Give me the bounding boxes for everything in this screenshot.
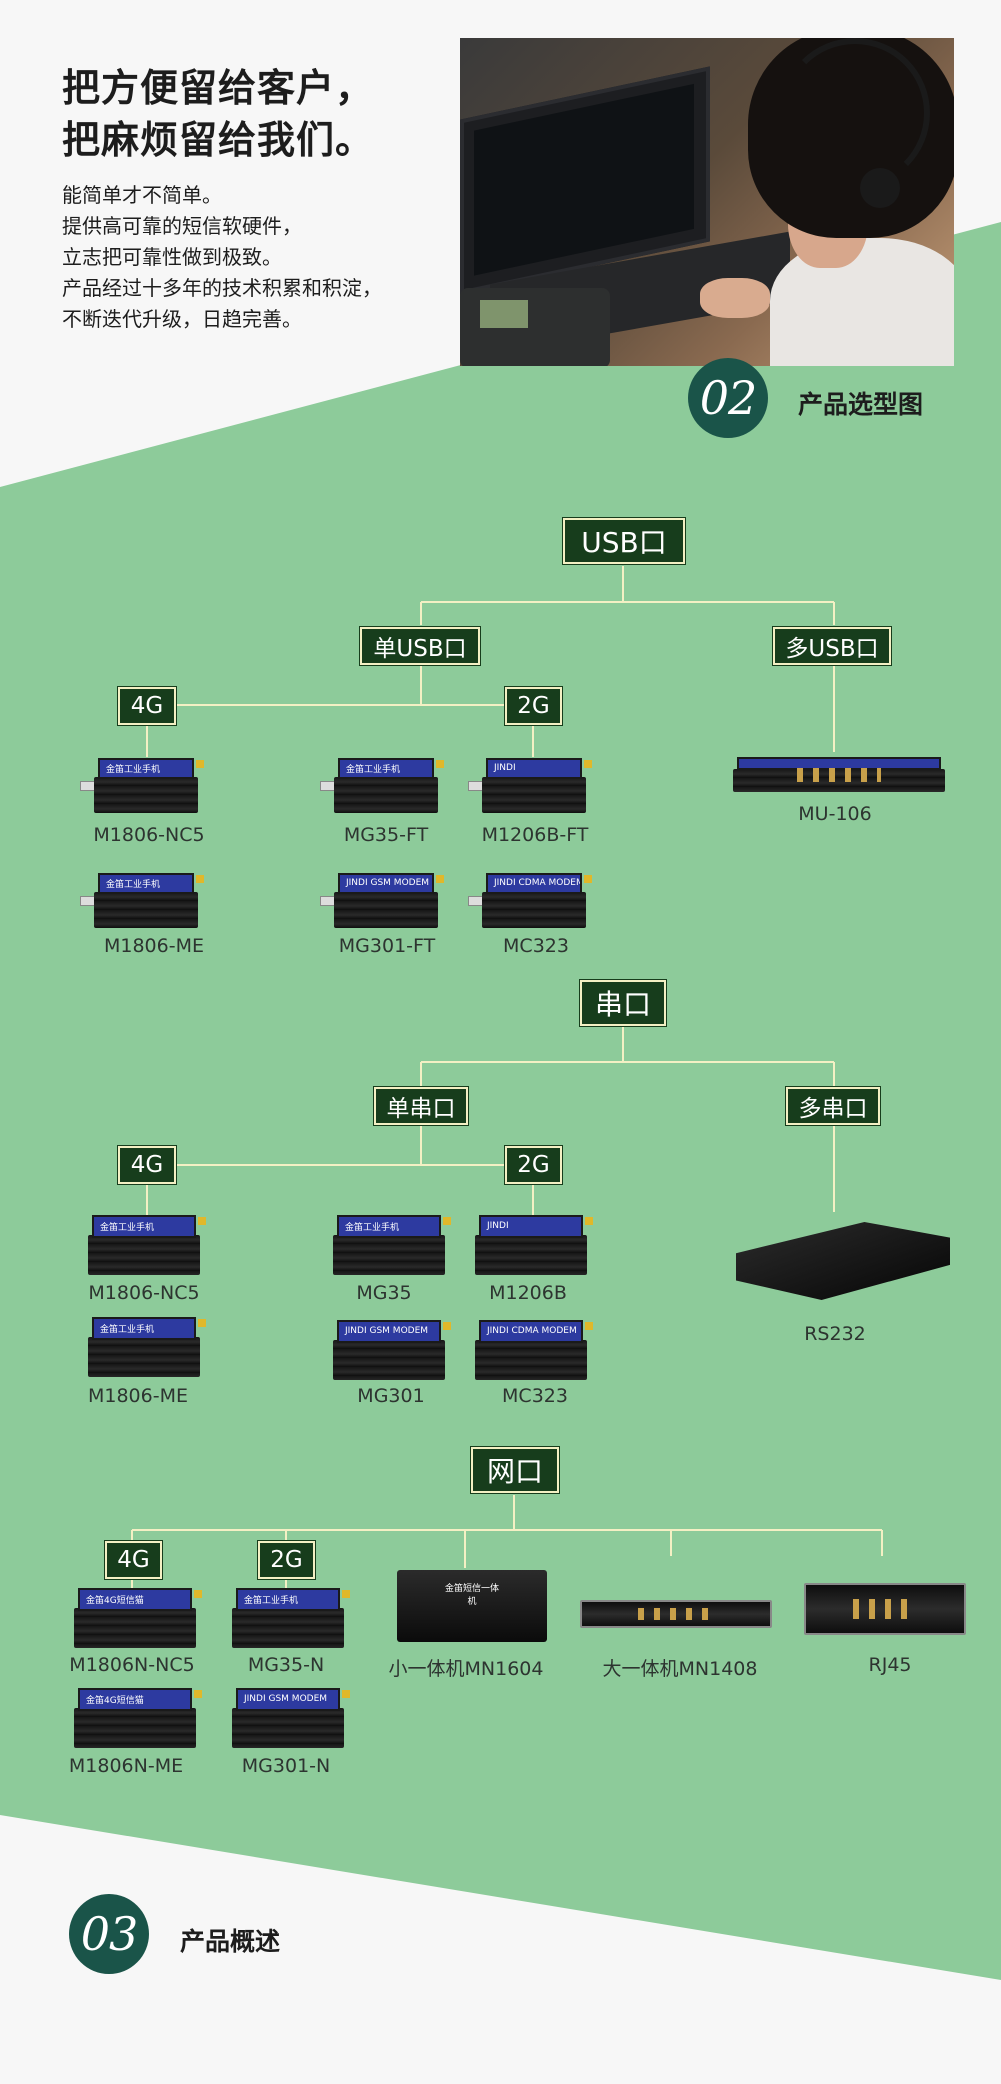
product-label: M1806-NC5 bbox=[88, 1282, 200, 1304]
device-mg35-ft: 金笛工业手机 bbox=[320, 758, 444, 813]
product-label: RJ45 bbox=[868, 1654, 912, 1676]
device-m1806-me: 金笛工业手机 bbox=[80, 873, 204, 928]
device-mg35: 金笛工业手机 bbox=[333, 1215, 451, 1275]
serial-2g-node: 2G bbox=[505, 1146, 562, 1184]
hero-title-line2: 把麻烦留给我们。 bbox=[62, 118, 375, 162]
section-title-03: 产品概述 bbox=[180, 1927, 281, 1956]
device-plate: JINDI bbox=[479, 1215, 583, 1238]
device-m1806n-nc5: 金笛4G短信猫 bbox=[74, 1588, 202, 1648]
serial-root-node: 串口 bbox=[580, 980, 666, 1026]
hero-body: 能简单才不简单。 提供高可靠的短信软硬件， 立志把可靠性做到极致。 产品经过十多… bbox=[62, 180, 382, 335]
product-label: M1206B bbox=[489, 1282, 567, 1304]
device-plate: JINDI CDMA MODEM bbox=[479, 1320, 583, 1343]
desk-phone bbox=[460, 288, 610, 366]
product-label: MC323 bbox=[503, 935, 569, 957]
device-mc323: JINDI CDMA MODEM bbox=[468, 873, 592, 928]
product-label: MG301-FT bbox=[338, 935, 436, 957]
device-m1806-nc5: 金笛工业手机 bbox=[80, 758, 204, 813]
hero-body-line: 产品经过十多年的技术积累和积淀， bbox=[62, 276, 382, 300]
product-label: MG301-N bbox=[241, 1755, 331, 1777]
section-number-02: 02 bbox=[688, 358, 768, 438]
device-plate: JINDI CDMA MODEM bbox=[486, 873, 582, 894]
customer-service-photo bbox=[460, 38, 954, 366]
usb-2g-node: 2G bbox=[505, 687, 562, 725]
network-4g-node: 4G bbox=[105, 1541, 162, 1579]
device-plate: 金笛工业手机 bbox=[338, 758, 434, 779]
product-label: 大一体机MN1408 bbox=[602, 1658, 758, 1680]
section-number-03: 03 bbox=[69, 1894, 149, 1974]
device-plate: JINDI GSM MODEM bbox=[338, 873, 434, 894]
product-label: M1806-ME bbox=[103, 935, 205, 957]
multi-serial-node: 多串口 bbox=[786, 1087, 880, 1125]
device-mc323: JINDI CDMA MODEM bbox=[475, 1320, 593, 1380]
hero-body-line: 立志把可靠性做到极致。 bbox=[62, 245, 282, 269]
device-rs232 bbox=[736, 1222, 950, 1300]
product-label: MG35-N bbox=[247, 1654, 325, 1676]
section-title-02: 产品选型图 bbox=[798, 390, 924, 419]
device-plate: 金笛工业手机 bbox=[98, 758, 194, 779]
device-plate: JINDI GSM MODEM bbox=[236, 1688, 340, 1711]
hero-title-line1: 把方便留给客户， bbox=[62, 66, 375, 110]
single-usb-node: 单USB口 bbox=[360, 627, 480, 665]
product-label: MG301 bbox=[357, 1385, 425, 1407]
device-plate: 金笛工业手机 bbox=[92, 1215, 196, 1238]
product-label: M1806N-ME bbox=[68, 1755, 184, 1777]
device-mg35-n: 金笛工业手机 bbox=[232, 1588, 350, 1648]
device-mg301-n: JINDI GSM MODEM bbox=[232, 1688, 350, 1748]
device-plate: JINDI GSM MODEM bbox=[337, 1320, 441, 1343]
product-label: MG35 bbox=[356, 1282, 412, 1304]
hero-body-line: 不断迭代升级，日趋完善。 bbox=[62, 307, 302, 331]
usb-4g-node: 4G bbox=[118, 687, 176, 725]
serial-4g-node: 4G bbox=[118, 1146, 176, 1184]
hero-body-line: 能简单才不简单。 bbox=[62, 183, 222, 207]
device-m1206b-ft: JINDI bbox=[468, 758, 592, 813]
network-root-node: 网口 bbox=[471, 1447, 559, 1493]
device-m1806-nc5: 金笛工业手机 bbox=[88, 1215, 206, 1275]
device-plate: 金笛4G短信猫 bbox=[78, 1588, 192, 1611]
multi-usb-node: 多USB口 bbox=[773, 627, 891, 665]
product-label: 小一体机MN1604 bbox=[388, 1658, 544, 1680]
product-label: M1806-ME bbox=[87, 1385, 189, 1407]
device-plate: 金笛工业手机 bbox=[337, 1215, 441, 1238]
headset-icon bbox=[780, 38, 930, 188]
operator bbox=[700, 38, 954, 366]
product-label: RS232 bbox=[804, 1323, 866, 1345]
usb-root-node: USB口 bbox=[563, 518, 685, 564]
hero-body-line: 提供高可靠的短信软硬件， bbox=[62, 214, 302, 238]
device-mg301-ft: JINDI GSM MODEM bbox=[320, 873, 444, 928]
device-plate: JINDI bbox=[486, 758, 582, 779]
product-label: M1806-NC5 bbox=[93, 824, 205, 846]
hero-title: 把方便留给客户， 把麻烦留给我们。 bbox=[62, 62, 374, 166]
device-m1806-me: 金笛工业手机 bbox=[88, 1317, 206, 1377]
device-plate: 金笛4G短信猫 bbox=[78, 1688, 192, 1711]
single-serial-node: 单串口 bbox=[374, 1087, 468, 1125]
product-label: MU-106 bbox=[798, 803, 872, 825]
device-mu-106 bbox=[733, 757, 945, 792]
product-label: M1206B-FT bbox=[481, 824, 589, 846]
device-rj45 bbox=[804, 1583, 966, 1635]
product-label: MC323 bbox=[502, 1385, 568, 1407]
device-plate: 金笛短信一体机 bbox=[444, 1583, 499, 1607]
device-mn1604: 金笛短信一体机 bbox=[397, 1570, 547, 1642]
product-label: M1806N-NC5 bbox=[69, 1654, 195, 1676]
device-m1806n-me: 金笛4G短信猫 bbox=[74, 1688, 202, 1748]
network-2g-node: 2G bbox=[258, 1541, 315, 1579]
device-plate: 金笛工业手机 bbox=[236, 1588, 340, 1611]
device-m1206b: JINDI bbox=[475, 1215, 593, 1275]
device-mn1408 bbox=[580, 1600, 772, 1628]
product-label: MG35-FT bbox=[343, 824, 429, 846]
device-plate: 金笛工业手机 bbox=[92, 1317, 196, 1340]
device-plate: 金笛工业手机 bbox=[98, 873, 194, 894]
device-mg301: JINDI GSM MODEM bbox=[333, 1320, 451, 1380]
